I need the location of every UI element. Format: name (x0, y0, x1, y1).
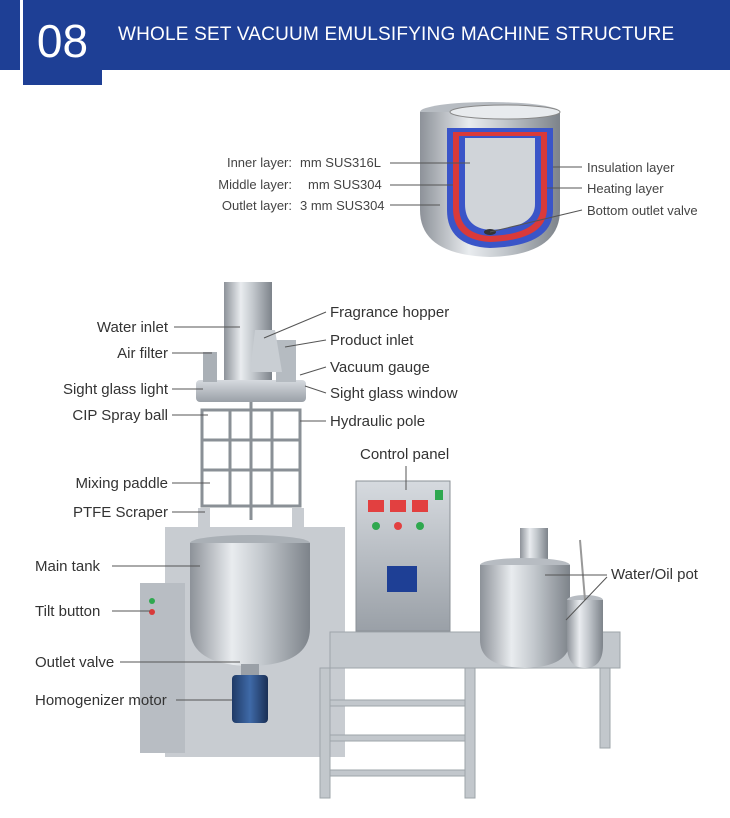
sight-glass-window-label: Sight glass window (330, 385, 458, 402)
control-panel-cabinet (355, 480, 451, 632)
leader-lines (112, 162, 608, 701)
cutaway-tank (420, 102, 561, 257)
middle-layer-label: Middle layer: (218, 177, 292, 192)
inner-layer-value: mm SUS316L (300, 155, 381, 170)
air-filter-label: Air filter (117, 345, 168, 362)
main-machine (140, 282, 345, 757)
control-panel-logo (387, 566, 417, 592)
section-number-box: 08 (20, 0, 102, 88)
homogenizer-motor (232, 675, 268, 723)
water-inlet-label: Water inlet (96, 319, 168, 336)
fragrance-hopper-label: Fragrance hopper (330, 304, 450, 321)
heating-layer-label: Heating layer (587, 181, 664, 196)
tilt-button-green (149, 598, 155, 604)
outlet-layer-value: 3 mm SUS304 (300, 198, 385, 213)
main-tank (190, 543, 310, 666)
tilt-button-red (149, 609, 155, 615)
hydraulic-pole-label: Hydraulic pole (330, 413, 426, 430)
water-oil-pot-label: Water/Oil pot (611, 566, 698, 583)
tank-lid (196, 380, 306, 402)
fragrance-hopper (250, 330, 282, 372)
page-title: WHOLE SET VACUUM EMULSIFYING MACHINE STR… (118, 24, 675, 45)
outlet-valve-label: Outlet valve (35, 654, 115, 671)
ptfe-scraper-label: PTFE Scraper (72, 504, 168, 521)
insulation-layer-label: Insulation layer (587, 160, 675, 175)
inner-layer-label: Inner layer: (226, 155, 292, 170)
section-number: 08 (36, 15, 89, 67)
product-inlet-label: Product inlet (330, 332, 414, 349)
cip-spray-ball-label: CIP Spray ball (72, 407, 168, 424)
tilt-button-label: Tilt button (35, 603, 101, 620)
middle-layer-value: mm SUS304 (308, 177, 382, 192)
bottom-outlet-valve-label: Bottom outlet valve (587, 203, 698, 218)
header-bar (0, 0, 730, 70)
mixing-paddle-label: Mixing paddle (75, 475, 168, 492)
sight-glass-light-label: Sight glass light (62, 381, 168, 398)
water-oil-pot (480, 528, 603, 668)
mixing-paddle-frame (200, 402, 302, 520)
homogenizer-motor-label: Homogenizer motor (35, 692, 167, 709)
vacuum-gauge-label: Vacuum gauge (330, 359, 430, 376)
control-panel-label: Control panel (360, 446, 450, 463)
main-tank-label: Main tank (35, 558, 101, 575)
outlet-layer-label: Outlet layer: (221, 198, 292, 213)
